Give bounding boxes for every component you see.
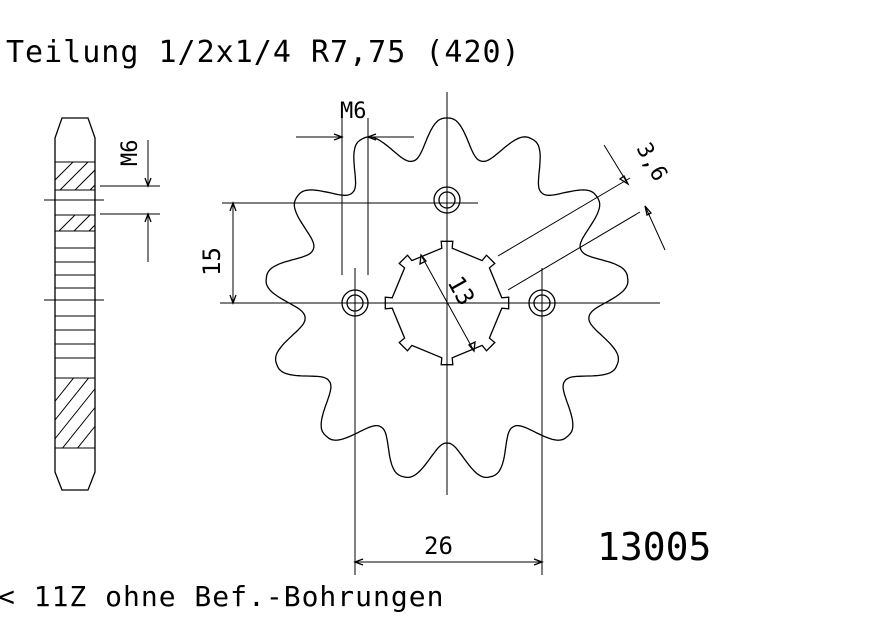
hub-splined-bore xyxy=(384,240,510,366)
vertical-offset-label: 15 xyxy=(198,247,226,276)
footnote: < 11Z ohne Bef.-Bohrungen xyxy=(0,580,444,613)
side-view-hub-lines xyxy=(55,161,95,449)
side-view-outline xyxy=(54,117,96,491)
side-view: M6 xyxy=(44,117,160,491)
side-view-thread-label: M6 xyxy=(118,140,143,167)
drawing-title: Teilung 1/2x1/4 R7,75 (420) xyxy=(6,35,521,70)
mounting-hole-top xyxy=(433,186,461,214)
mounting-hole-left xyxy=(341,289,369,317)
thickness-label: 3,6 xyxy=(631,139,672,186)
mounting-hole-right xyxy=(528,289,556,317)
bore-diameter-label: 13 xyxy=(442,271,481,310)
front-view-thread-label: M6 xyxy=(340,99,367,124)
hole-spacing-label: 26 xyxy=(424,532,453,560)
sprocket-outline xyxy=(265,117,629,479)
part-number: 13005 xyxy=(597,525,711,569)
front-view: M6 15 26 13 3,6 xyxy=(198,92,672,575)
side-view-hatching xyxy=(55,162,95,448)
